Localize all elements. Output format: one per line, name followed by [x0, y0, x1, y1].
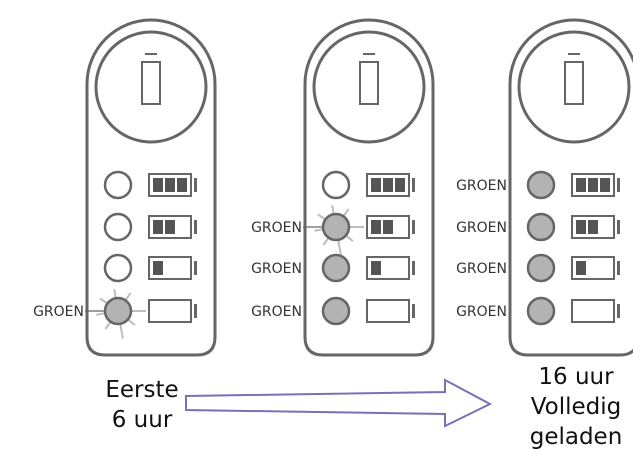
- battery-level-icon: [366, 256, 415, 280]
- caption-end-line-3: geladen: [530, 424, 623, 450]
- battery-level-icon: [366, 299, 415, 323]
- caption-start-line-1: Eerste: [105, 377, 178, 403]
- led-label: GROEN: [251, 304, 302, 320]
- battery-level-icon: [571, 299, 620, 323]
- battery-level-icon: [148, 256, 197, 280]
- battery-level-icon: [571, 215, 620, 239]
- charger-panel-2: GROEN GROEN GROEN: [251, 18, 435, 357]
- caption-end-line-2: Volledig: [531, 394, 622, 420]
- charger-panel-1: GROEN: [33, 18, 217, 357]
- caption-start-line-2: 6 uur: [112, 407, 173, 433]
- battery-level-icon: [366, 173, 415, 197]
- led-row-2: GROEN: [456, 212, 620, 242]
- battery-outline-icon: [564, 53, 584, 105]
- led-lit: [321, 253, 351, 283]
- caption-end-line-1: 16 uur: [538, 364, 614, 390]
- led-label: GROEN: [33, 304, 84, 320]
- led-off: [103, 212, 133, 242]
- charger-panel-3: GROEN GROEN GROEN GROEN: [456, 18, 633, 357]
- led-row-2: [103, 212, 197, 242]
- led-lit: [526, 296, 556, 326]
- charger-top-ring: [94, 30, 208, 144]
- led-row-4: GROEN: [251, 296, 415, 326]
- led-lit: [526, 170, 556, 200]
- led-label: GROEN: [251, 220, 302, 236]
- led-lit: [321, 296, 351, 326]
- led-lit: [526, 212, 556, 242]
- charger-top-ring: [312, 30, 426, 144]
- led-off: [103, 170, 133, 200]
- led-lit: [526, 253, 556, 283]
- led-label: GROEN: [456, 261, 507, 277]
- led-row-1: [321, 170, 415, 200]
- charger-top-ring: [517, 30, 631, 144]
- led-off: [103, 253, 133, 283]
- battery-level-icon: [148, 299, 197, 323]
- led-label: GROEN: [456, 304, 507, 320]
- led-lit: [321, 212, 351, 242]
- battery-level-icon: [571, 173, 620, 197]
- led-row-3: GROEN: [456, 253, 620, 283]
- led-row-2: GROEN: [251, 205, 415, 255]
- battery-level-icon: [366, 215, 415, 239]
- led-row-1: [103, 170, 197, 200]
- led-row-4: GROEN: [456, 296, 620, 326]
- led-label: GROEN: [251, 261, 302, 277]
- arrow-right-icon: [185, 378, 493, 428]
- battery-outline-icon: [359, 53, 379, 105]
- led-label: GROEN: [456, 220, 507, 236]
- led-lit: [103, 296, 133, 326]
- led-row-3: [103, 253, 197, 283]
- led-off: [321, 170, 351, 200]
- battery-outline-icon: [141, 53, 161, 105]
- led-row-3: GROEN: [251, 253, 415, 283]
- led-row-1: GROEN: [456, 170, 620, 200]
- battery-level-icon: [148, 215, 197, 239]
- led-row-4: GROEN: [33, 289, 197, 339]
- battery-level-icon: [148, 173, 197, 197]
- led-label: GROEN: [456, 178, 507, 194]
- battery-level-icon: [571, 256, 620, 280]
